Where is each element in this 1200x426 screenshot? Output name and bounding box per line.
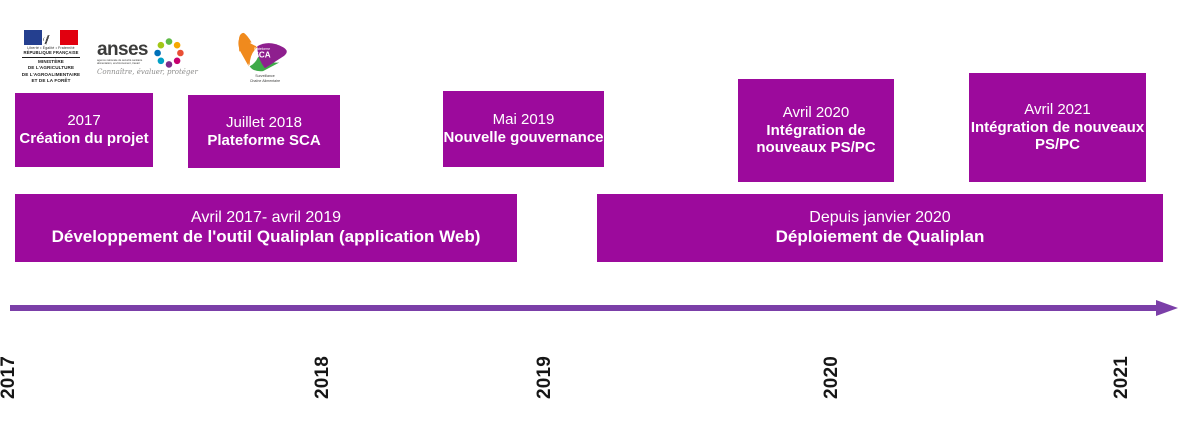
svg-text:Plateforme: Plateforme	[254, 47, 270, 51]
svg-text:SCA: SCA	[254, 51, 271, 60]
milestone-label: Création du projet	[19, 130, 149, 147]
anses-ring-icon	[154, 38, 184, 68]
sca-caption: Surveillance Chaîne Alimentaire	[230, 74, 300, 83]
ministere-line: MINISTÈRE	[38, 59, 64, 65]
republique-francaise-text: RÉPUBLIQUE FRANÇAISE	[23, 50, 79, 56]
divider	[22, 56, 80, 58]
anses-tagline: Connaître, évaluer, protéger	[97, 68, 198, 76]
milestone-label: Nouvelle gouvernance	[443, 129, 604, 146]
sca-caption-line: Surveillance	[255, 74, 275, 78]
milestone-box-juillet-2018[interactable]: Juillet 2018 Plateforme SCA	[188, 95, 340, 168]
ministere-line: DE L'AGRICULTURE	[27, 65, 75, 71]
timeline-axis	[10, 300, 1185, 316]
arrow-right-icon	[1156, 300, 1178, 316]
phase-period: Depuis janvier 2020	[809, 209, 951, 227]
phase-bar-deploiement[interactable]: Depuis janvier 2020 Déploiement de Quali…	[597, 194, 1163, 262]
anses-logo: anses agence nationale de sécurité sanit…	[97, 38, 198, 80]
devise-text: Liberté • Égalité • Fraternité	[27, 46, 75, 51]
logo-row: Liberté • Égalité • Fraternité RÉPUBLIQU…	[0, 0, 1200, 90]
axis-year-2017: 2017	[0, 355, 19, 399]
sca-triangle-icon: Plateforme SCA	[238, 32, 287, 72]
sca-caption-line: Chaîne Alimentaire	[249, 78, 281, 83]
anses-wordmark: anses	[97, 39, 148, 60]
ministere-agriculture-logo: Liberté • Égalité • Fraternité RÉPUBLIQU…	[15, 30, 87, 84]
milestone-box-2017[interactable]: 2017 Création du projet	[15, 93, 153, 167]
milestone-date: Mai 2019	[492, 111, 555, 129]
milestone-box-avril-2021[interactable]: Avril 2021 Intégration de nouveaux PS/PC	[969, 73, 1146, 182]
milestone-label: Intégration de nouveaux PS/PC	[970, 118, 1145, 154]
phase-label: Déploiement de Qualiplan	[775, 227, 985, 247]
axis-year-2021: 2021	[1111, 355, 1132, 399]
milestone-date: 2017	[67, 112, 101, 130]
milestone-box-mai-2019[interactable]: Mai 2019 Nouvelle gouvernance	[443, 91, 604, 167]
axis-year-2018: 2018	[312, 355, 333, 399]
ministere-line: ET DE LA FORÊT	[31, 77, 71, 83]
milestone-date: Avril 2020	[782, 103, 850, 121]
milestone-box-avril-2020[interactable]: Avril 2020 Intégration de nouveaux PS/PC	[738, 79, 894, 182]
anses-subtitle: agence nationale de sécurité sanitaire a…	[97, 59, 143, 66]
milestone-label: Intégration de nouveaux PS/PC	[756, 121, 876, 157]
axis-year-2019: 2019	[534, 355, 555, 399]
french-flag-marianne-icon	[24, 30, 78, 46]
phase-bar-developpement[interactable]: Avril 2017- avril 2019 Développement de …	[15, 194, 517, 262]
milestone-date: Avril 2021	[1024, 100, 1091, 118]
ministere-text: MINISTÈRE DE L'AGRICULTURE DE L'AGROALIM…	[22, 59, 80, 84]
axis-year-2020: 2020	[821, 355, 842, 399]
sca-logo: Plateforme SCA Surveillance Chaîne Alime…	[230, 30, 300, 86]
ministere-line: DE L'AGROALIMENTAIRE	[21, 71, 81, 77]
milestone-date: Juillet 2018	[226, 113, 302, 131]
milestone-label: Plateforme SCA	[207, 131, 321, 149]
phase-period: Avril 2017- avril 2019	[190, 209, 341, 227]
axis-line	[10, 305, 1163, 311]
phase-label: Développement de l'outil Qualiplan (appl…	[51, 227, 481, 247]
